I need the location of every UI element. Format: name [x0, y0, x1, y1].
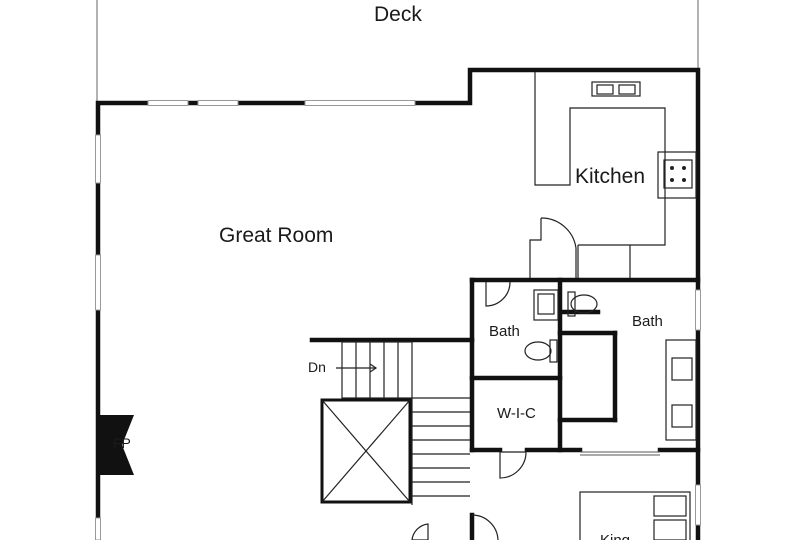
kitchen-label: Kitchen [575, 165, 645, 188]
stairs-down-label: Dn [308, 359, 326, 375]
pantry-door [529, 217, 577, 278]
arrow-right-icon [336, 363, 378, 373]
sink-icon [533, 289, 559, 321]
bath-right-label: Bath [632, 313, 663, 330]
wic-label: W-I-C [497, 405, 536, 422]
bath-fixtures [524, 289, 697, 456]
windows [95, 100, 701, 540]
fireplace-label: FP [113, 435, 131, 451]
king-bed [579, 491, 691, 540]
great-room-label: Great Room [219, 224, 333, 247]
exterior-walls [95, 67, 701, 540]
sink-icon [591, 81, 641, 97]
fireplace [98, 415, 134, 475]
toilet-icon [524, 339, 558, 363]
deck-area [96, 0, 699, 102]
deck-label: Deck [374, 3, 422, 26]
bath-doors [411, 281, 527, 540]
king-label: King [600, 532, 630, 540]
toilet-icon [567, 291, 598, 317]
opening-x-icon [320, 398, 412, 504]
cooktop-icon [657, 151, 697, 199]
interior-walls [309, 277, 701, 540]
bath-left-label: Bath [489, 323, 520, 340]
stairs [336, 341, 470, 505]
kitchen-area [534, 72, 697, 278]
sink-icon [665, 339, 697, 441]
